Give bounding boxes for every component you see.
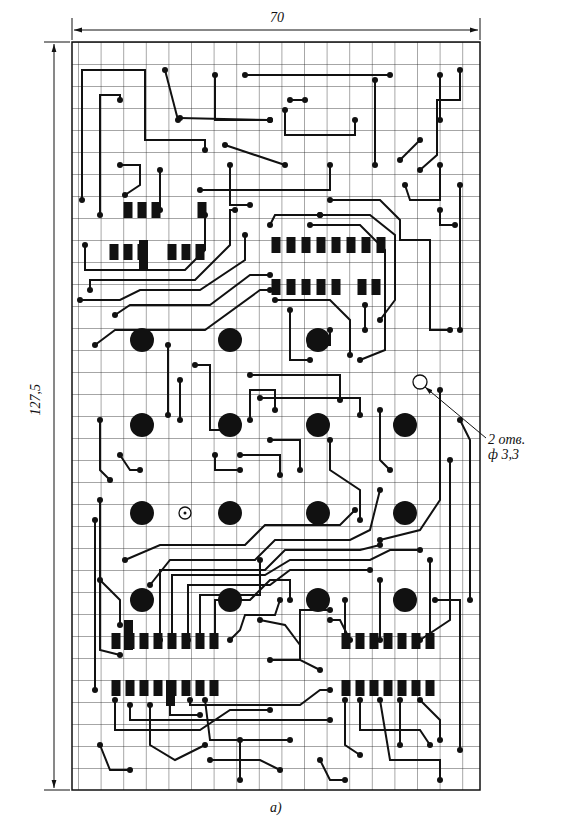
round-pad	[218, 501, 242, 525]
ic-pad	[384, 633, 393, 649]
ic-pad	[210, 680, 219, 696]
ic-pad	[168, 244, 177, 260]
figure-caption: а)	[268, 800, 284, 815]
round-pad	[130, 501, 154, 525]
ic-pad	[112, 680, 121, 696]
mounting-hole	[413, 375, 427, 389]
ic-pad	[358, 279, 367, 295]
ic-pad	[287, 237, 296, 253]
dimension-width: 70	[268, 10, 286, 25]
dimension-lines	[44, 18, 480, 790]
ic-pad	[372, 279, 381, 295]
round-pad	[306, 413, 330, 437]
ic-pad	[426, 680, 435, 696]
ic-pad	[426, 633, 435, 649]
round-pad	[306, 328, 330, 352]
round-pad	[218, 413, 242, 437]
ic-pad	[332, 237, 341, 253]
round-pad	[218, 328, 242, 352]
ic-pad	[272, 279, 281, 295]
ic-pad	[198, 202, 207, 218]
round-pad	[130, 413, 154, 437]
ic-pad	[356, 633, 365, 649]
ic-pad	[154, 680, 163, 696]
ic-pad	[182, 633, 191, 649]
ic-pad	[332, 279, 341, 295]
ic-pad	[302, 279, 311, 295]
ic-pad	[124, 244, 133, 260]
ic-pad	[362, 237, 371, 253]
round-pad	[393, 588, 417, 612]
ic-pad	[126, 680, 135, 696]
ic-pad	[196, 633, 205, 649]
ic-pad	[154, 633, 163, 649]
ic-pad	[196, 244, 205, 260]
round-pad	[393, 413, 417, 437]
ic-pad	[377, 237, 386, 253]
round-pad	[218, 588, 242, 612]
round-pad	[130, 328, 154, 352]
ic-pad	[140, 680, 149, 696]
ic-pad	[317, 279, 326, 295]
leader-line	[425, 387, 486, 438]
ic-pad	[317, 237, 326, 253]
round-pad	[130, 588, 154, 612]
board-outline	[72, 42, 480, 790]
round-pad	[306, 588, 330, 612]
dimension-height: 127,5	[28, 382, 43, 418]
ic-pad	[152, 202, 161, 218]
traces	[80, 70, 470, 780]
ic-pad	[287, 279, 296, 295]
ic-pad	[370, 680, 379, 696]
ic-pad	[168, 633, 177, 649]
ic-pad	[398, 633, 407, 649]
round-pad	[306, 501, 330, 525]
ic-pad	[412, 680, 421, 696]
pads	[77, 67, 473, 783]
ic-pad	[140, 633, 149, 649]
ic-pad	[342, 680, 351, 696]
ic-pad	[356, 680, 365, 696]
ic-pad	[182, 680, 191, 696]
ic-pad	[124, 202, 133, 218]
ic-pad	[398, 680, 407, 696]
mounting-hole	[179, 507, 191, 519]
ic-pad	[302, 237, 311, 253]
ic-pad	[112, 633, 121, 649]
ic-pad	[347, 237, 356, 253]
ic-pad	[272, 237, 281, 253]
ic-pad	[210, 633, 219, 649]
hole-note: 2 отв. ф 3,3	[486, 432, 540, 463]
ic-pad	[110, 244, 119, 260]
ic-pad	[384, 680, 393, 696]
ic-pad	[182, 244, 191, 260]
ic-pad	[138, 202, 147, 218]
ic-pad	[412, 633, 421, 649]
ic-pad	[342, 633, 351, 649]
ic-pad	[370, 633, 379, 649]
round-pad	[393, 501, 417, 525]
ic-pad	[196, 680, 205, 696]
